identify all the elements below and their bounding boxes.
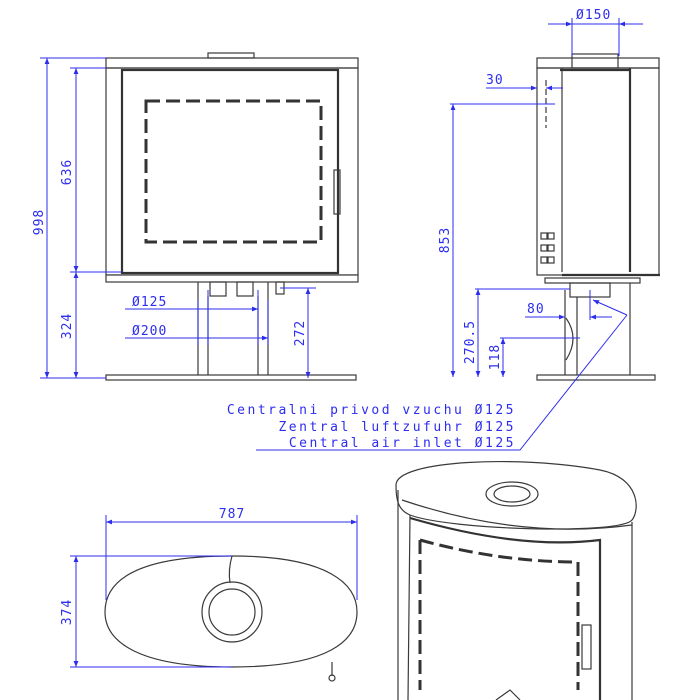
door-handle-perspective xyxy=(581,624,592,670)
top-dimensions: 787 374 xyxy=(60,507,358,668)
dim-853: 853 xyxy=(438,227,453,253)
dim-787: 787 xyxy=(219,507,245,522)
air-inlet-note: Centralni privod vzuchu Ø125 Zentral luf… xyxy=(227,403,516,451)
note-de: Zentral luftzufuhr Ø125 xyxy=(278,420,516,435)
dim-636: 636 xyxy=(60,159,75,185)
top-view xyxy=(104,555,358,682)
dim-998: 998 xyxy=(32,209,47,235)
dim-324: 324 xyxy=(60,313,75,339)
dim-diameter-200: Ø200 xyxy=(132,324,167,339)
door-handle xyxy=(333,169,341,215)
side-view xyxy=(536,53,660,381)
dim-270-5: 270.5 xyxy=(463,320,478,364)
note-en: Central air inlet Ø125 xyxy=(289,436,516,451)
dim-272: 272 xyxy=(293,320,308,346)
front-dimensions: 998 636 324 Ø125 Ø200 272 xyxy=(32,57,316,379)
dim-374: 374 xyxy=(60,599,75,625)
dim-80: 80 xyxy=(527,302,545,317)
dim-118: 118 xyxy=(488,344,503,370)
perspective-view xyxy=(395,460,637,700)
side-dimensions: Ø150 30 853 270.5 118 80 xyxy=(256,8,643,451)
dim-diameter-125: Ø125 xyxy=(132,295,167,310)
note-cz: Centralni privod vzuchu Ø125 xyxy=(227,403,516,418)
dim-diameter-150: Ø150 xyxy=(576,8,611,23)
dim-30: 30 xyxy=(486,73,504,88)
